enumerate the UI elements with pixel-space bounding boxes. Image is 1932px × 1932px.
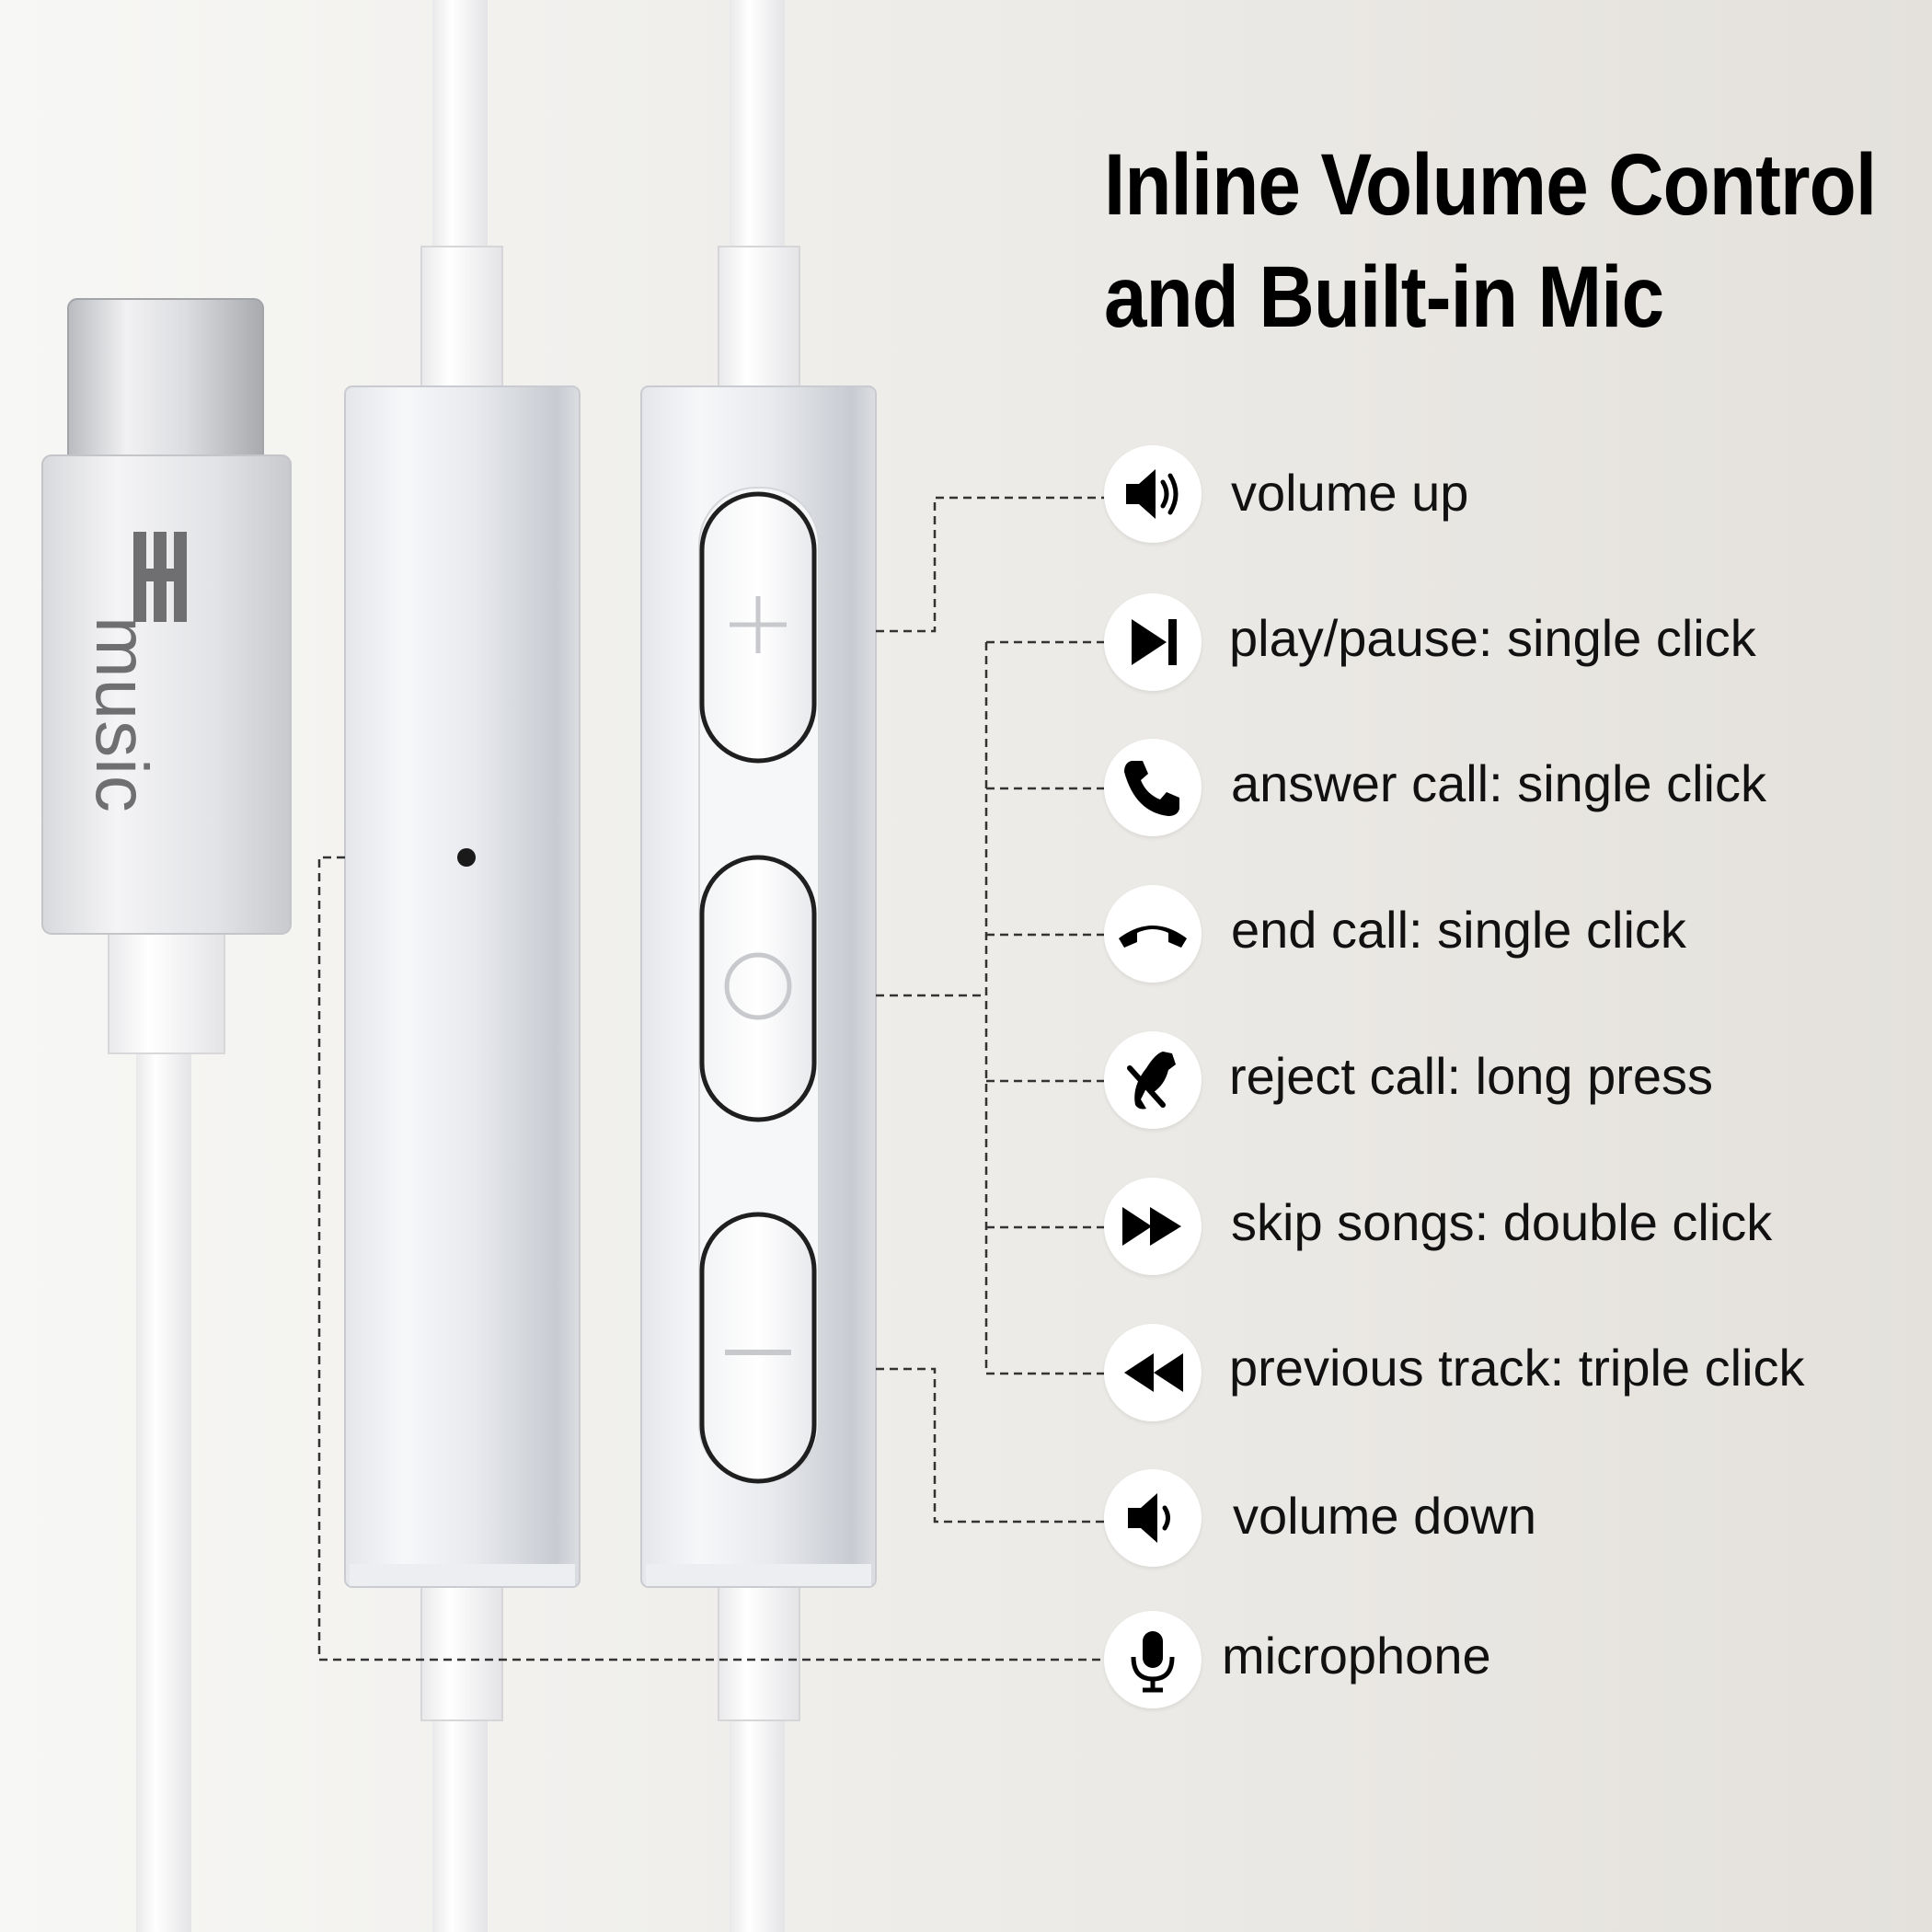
label-volume-up: volume up [1231, 464, 1469, 522]
volume-up-button[interactable] [699, 491, 817, 764]
phone-reject-icon [1104, 1031, 1202, 1129]
play-pause-icon [1104, 593, 1202, 691]
remote-shell-band-bottom [646, 1564, 871, 1586]
speaker-loud-icon [1104, 445, 1202, 543]
usb-c-tip [67, 298, 264, 466]
usb-c-housing [41, 454, 292, 935]
brand-name: music [81, 616, 163, 813]
label-microphone: microphone [1222, 1627, 1491, 1685]
label-reject-call: reject call: long press [1229, 1047, 1714, 1105]
mic-strain-top [420, 246, 503, 390]
fast-forward-icon [1104, 1178, 1202, 1275]
label-previous-track: previous track: triple click [1229, 1339, 1805, 1397]
title-line-2: and Built-in Mic [1104, 248, 1664, 346]
remote-strain-bottom [718, 1563, 800, 1721]
mic-strain-bottom [420, 1563, 503, 1721]
label-skip-songs: skip songs: double click [1231, 1193, 1773, 1251]
mic-cable-top [432, 0, 488, 258]
label-play-pause: play/pause: single click [1229, 609, 1756, 667]
callout-lines [317, 496, 1104, 1662]
multifunction-button[interactable] [699, 855, 817, 1122]
mic-shell-band-bottom [350, 1564, 575, 1586]
microphone-hole [457, 848, 476, 867]
microphone-icon [1104, 1611, 1202, 1708]
remote-strain-top [718, 246, 800, 390]
speaker-quiet-icon [1104, 1469, 1202, 1567]
page-title: Inline Volume Control and Built-in Mic [1104, 129, 1877, 353]
mic-shell [344, 385, 581, 1588]
label-end-call: end call: single click [1231, 901, 1686, 959]
volume-down-button[interactable] [699, 1212, 817, 1484]
rewind-icon [1104, 1324, 1202, 1421]
remote-cable-top [730, 0, 785, 258]
label-volume-down: volume down [1233, 1487, 1536, 1545]
brand-logo-icon [133, 532, 187, 622]
label-answer-call: answer call: single click [1231, 754, 1766, 812]
usb-cable [136, 1040, 191, 1932]
phone-icon [1104, 739, 1202, 836]
phone-hangup-icon [1104, 885, 1202, 983]
title-line-1: Inline Volume Control [1104, 136, 1877, 234]
usb-strain-relief [108, 928, 225, 1054]
